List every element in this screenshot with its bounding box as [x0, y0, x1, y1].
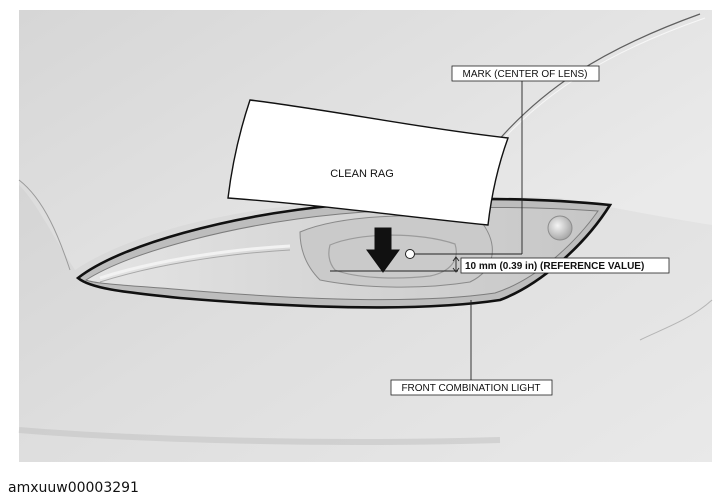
light-label-box: [390, 379, 553, 396]
light-label: FRONT COMBINATION LIGHT: [401, 383, 540, 394]
fender-line: [18, 179, 71, 271]
lens-center-mark: [405, 249, 415, 259]
dimension-arrows-icon: [452, 256, 460, 273]
lower-bumper-shadow: [18, 427, 501, 445]
clean-rag: [227, 99, 509, 226]
mark-label-box: [451, 65, 600, 82]
distance-label-box: [460, 257, 670, 274]
fender-edge-right: [639, 299, 713, 341]
bulb-cap: [547, 215, 573, 241]
mark-label: MARK (CENTER OF LENS): [462, 69, 587, 80]
press-arrow-icon: [366, 227, 400, 273]
drl-strip: [99, 244, 291, 280]
clean-rag-label: CLEAN RAG: [330, 168, 394, 180]
drl-strip-shadow: [99, 249, 291, 283]
reflector-ring: [328, 234, 457, 279]
figure-id: amxuuw00003291: [8, 480, 139, 496]
distance-label: 10 mm (0.39 in) (REFERENCE VALUE): [465, 261, 644, 272]
